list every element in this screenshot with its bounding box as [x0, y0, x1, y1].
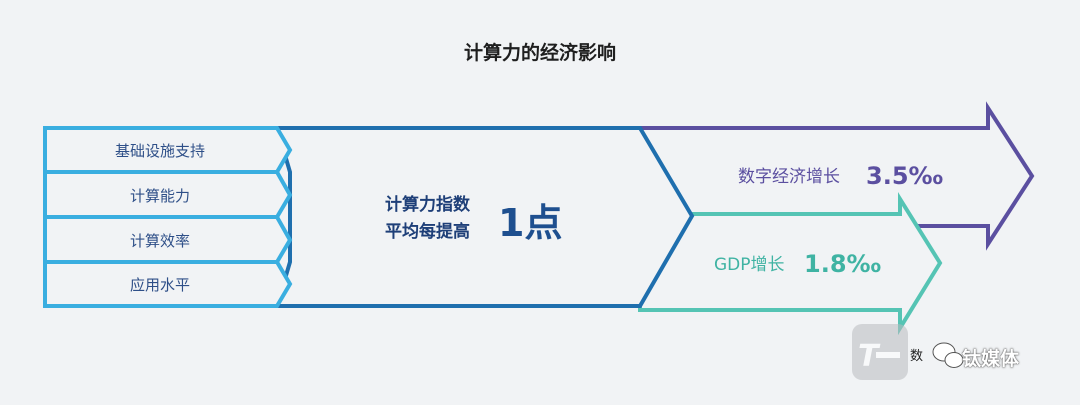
factor-label-3: 计算效率 [130, 232, 190, 250]
center-shape [274, 126, 695, 308]
watermark-logo-icon: T [852, 324, 908, 380]
factor-box-2 [43, 170, 293, 219]
gdp-arrow [638, 192, 943, 336]
gdp-label: GDP增长 [714, 255, 785, 275]
factor-label-4: 应用水平 [130, 276, 190, 294]
svg-text:T: T [858, 339, 881, 374]
digital-economy-label: 数字经济增长 [738, 167, 840, 187]
wechat-icon [932, 342, 964, 368]
center-value: 1点 [498, 201, 562, 245]
center-line-1: 计算力指数 [385, 194, 471, 215]
watermark-source-text: 数 [910, 349, 924, 364]
digital-economy-value: 3.5‰ [866, 162, 944, 190]
factor-box-1 [43, 126, 293, 174]
factor-box-4 [43, 260, 293, 308]
gdp-value: 1.8‰ [804, 250, 882, 278]
factor-label-1: 基础设施支持 [115, 142, 205, 160]
diagram-title: 计算力的经济影响 [463, 42, 616, 64]
watermark-text: 钛媒体 [962, 348, 1020, 370]
factor-label-2: 计算能力 [130, 187, 190, 205]
center-line-2: 平均每提高 [385, 221, 470, 242]
factor-list [43, 126, 293, 308]
factor-box-3 [43, 215, 293, 264]
